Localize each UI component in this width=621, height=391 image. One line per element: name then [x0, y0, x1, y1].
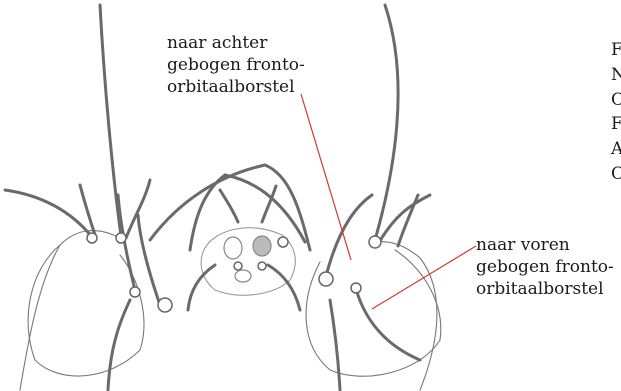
antenna-bristle-r	[268, 265, 300, 310]
lower-bristle-right	[330, 300, 340, 390]
label-forward-bristle: naar voren gebogen fronto- orbitaalborst…	[476, 234, 614, 300]
edge-letter: C	[611, 162, 621, 187]
left-head-contour	[20, 231, 120, 390]
lower-bristle-left	[108, 300, 130, 390]
leader-line-backward	[301, 94, 351, 260]
bristle-left-1	[5, 190, 92, 237]
label-forward-line-3: orbitaalborstel	[476, 278, 614, 300]
leader-line-forward	[372, 246, 476, 309]
bristle-frons-l	[220, 190, 238, 222]
label-backward-line-1: naar achter	[167, 32, 305, 54]
bristle-left-3	[126, 180, 150, 238]
edge-letter: A	[611, 137, 621, 162]
label-backward-line-3: orbitaalborstel	[167, 76, 305, 98]
orbital-bristle-left-b	[138, 215, 160, 305]
label-forward-line-1: naar voren	[476, 234, 614, 256]
label-backward-line-2: gebogen fronto-	[167, 54, 305, 76]
edge-letter: F	[611, 38, 621, 63]
edge-letter: C	[611, 88, 621, 113]
edge-letter: N	[611, 63, 621, 88]
label-forward-line-2: gebogen fronto-	[476, 256, 614, 278]
orbital-bristle-left-a	[118, 195, 136, 294]
cropped-edge-text: F N C F A C	[611, 38, 621, 187]
label-backward-bristle: naar achter gebogen fronto- orbitaalbors…	[167, 32, 305, 98]
bristle-right-2	[398, 195, 418, 246]
orbital-bristle-right-a	[325, 195, 372, 280]
bristle-left-2	[80, 185, 96, 238]
antenna-bristle-l	[188, 265, 215, 310]
right-eye-outline	[306, 250, 441, 376]
edge-letter: F	[611, 112, 621, 137]
long-bristle-right	[375, 5, 398, 240]
